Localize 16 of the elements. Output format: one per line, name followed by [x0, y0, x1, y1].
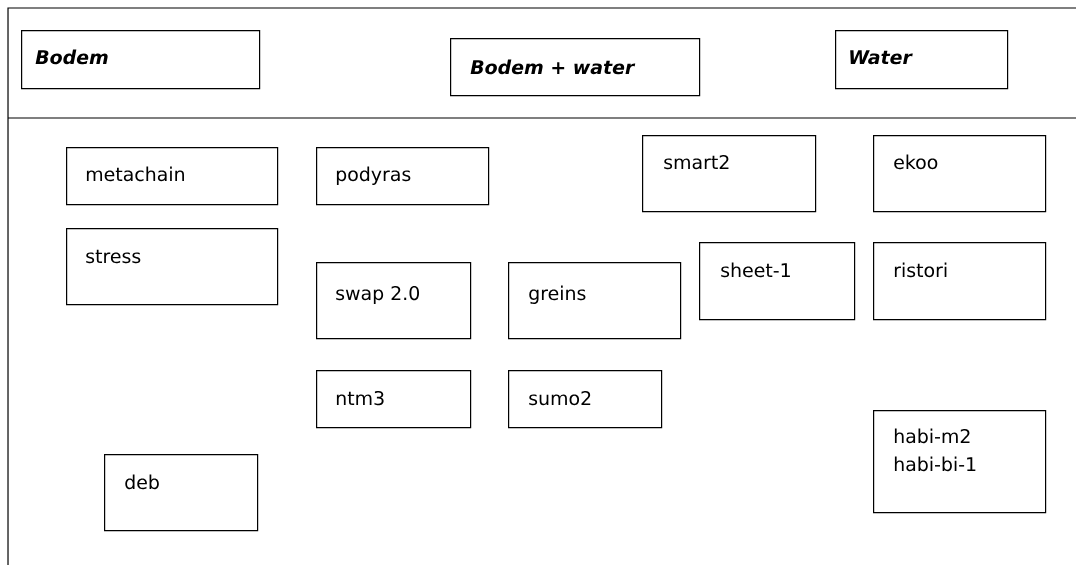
model-box: habi-m2 habi-bi-1: [873, 410, 1047, 514]
model-box: stress: [66, 228, 279, 306]
model-box: swap 2.0: [316, 262, 472, 340]
category-box: Bodem + water: [450, 38, 701, 97]
model-box: deb: [104, 454, 259, 532]
model-box: smart2: [642, 135, 817, 213]
model-box: podyras: [316, 147, 490, 206]
model-box: ristori: [873, 242, 1047, 321]
category-box: Bodem: [21, 30, 261, 90]
category-box: Water: [835, 30, 1009, 90]
model-box: ntm3: [316, 370, 472, 429]
model-box: sumo2: [508, 370, 663, 429]
model-box: greins: [508, 262, 682, 340]
model-box: metachain: [66, 147, 279, 206]
model-box: sheet-1: [699, 242, 856, 321]
model-box: ekoo: [873, 135, 1047, 213]
